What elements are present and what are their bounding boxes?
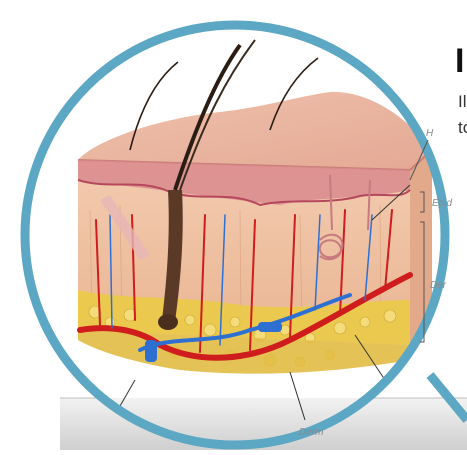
hair-shaft-label: H <box>426 128 433 139</box>
intro-text-line-2: to <box>458 118 467 138</box>
dermis-label: Der <box>430 280 446 291</box>
intro-text-line-1: Il <box>458 92 467 112</box>
dermis-bottom-label: Derm <box>299 427 323 438</box>
epidermis-label: Epid <box>432 198 452 209</box>
page-heading-fragment: I <box>455 44 464 78</box>
